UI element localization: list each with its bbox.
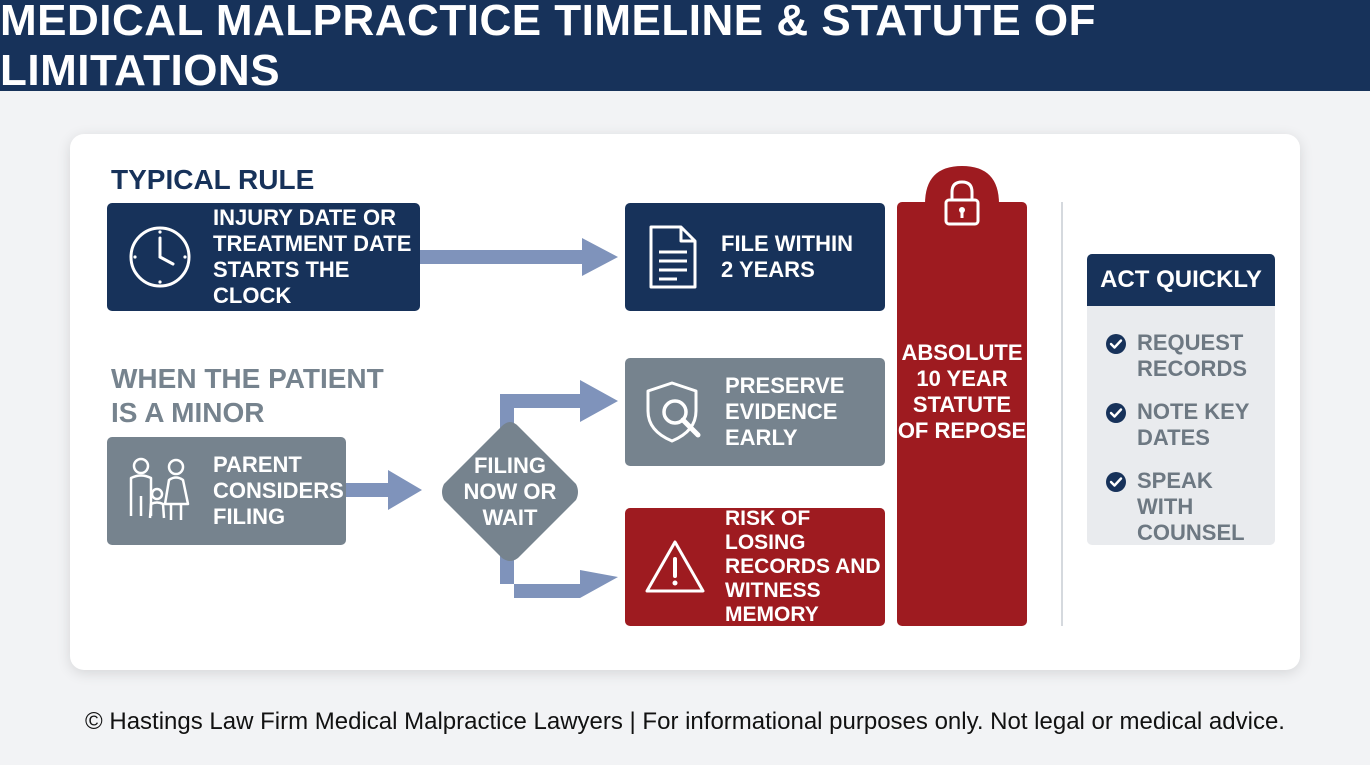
arrow-start-to-file xyxy=(420,238,618,276)
statute-of-repose-bar xyxy=(897,202,1027,626)
repose-line: STATUTE xyxy=(912,392,1012,417)
act-item-line: REQUEST xyxy=(1137,330,1244,355)
file-within-box: FILE WITHIN 2 YEARS xyxy=(625,203,885,311)
start-clock-box: INJURY DATE OR TREATMENT DATE STARTS THE… xyxy=(107,203,420,311)
act-item-label: NOTE KEY DATES xyxy=(1137,399,1267,451)
start-clock-text: INJURY DATE OR TREATMENT DATE STARTS THE… xyxy=(213,205,420,309)
check-circle-icon xyxy=(1106,403,1126,423)
act-item-line: NOTE KEY xyxy=(1137,399,1250,424)
decision-diamond xyxy=(442,422,578,561)
act-item-speak-with-counsel: SPEAK WITH COUNSEL xyxy=(1105,468,1267,545)
repose-dome xyxy=(925,166,999,204)
decision-line: FILING xyxy=(473,453,547,478)
minor-label-line: IS A MINOR xyxy=(111,397,265,428)
clock-icon xyxy=(107,224,213,290)
act-item-note-key-dates: NOTE KEY DATES xyxy=(1105,399,1267,451)
act-quickly-panel: ACT QUICKLY REQUEST RECORDS NOTE KEY DAT… xyxy=(1087,254,1275,545)
start-clock-line: STARTS THE CLOCK xyxy=(213,257,350,308)
act-quickly-title: ACT QUICKLY xyxy=(1087,254,1275,306)
risk-losing-line: RISK OF LOSING xyxy=(725,507,811,554)
act-item-line: DATES xyxy=(1137,425,1210,450)
check-circle-icon xyxy=(1106,334,1126,354)
repose-line: 10 YEAR xyxy=(916,366,1008,391)
act-item-line: SPEAK WITH xyxy=(1137,468,1213,519)
preserve-evidence-box: PRESERVE EVIDENCE EARLY xyxy=(625,358,885,466)
act-item-line: RECORDS xyxy=(1137,356,1248,381)
decision-text: FILING NOW OR WAIT xyxy=(434,416,586,568)
shield-search-icon xyxy=(625,379,725,445)
act-item-label: REQUEST RECORDS xyxy=(1137,330,1267,382)
family-icon xyxy=(107,456,213,526)
typical-rule-label: TYPICAL RULE xyxy=(111,164,315,195)
minor-label-line: WHEN THE PATIENT xyxy=(111,363,384,394)
risk-losing-box: RISK OF LOSING RECORDS AND WITNESS MEMOR… xyxy=(625,507,885,627)
act-item-label: SPEAK WITH COUNSEL xyxy=(1137,468,1267,545)
act-item-line: COUNSEL xyxy=(1137,520,1245,545)
warning-icon xyxy=(625,538,725,596)
repose-line: OF REPOSE xyxy=(897,418,1027,443)
risk-losing-text: RISK OF LOSING RECORDS AND WITNESS MEMOR… xyxy=(725,507,885,627)
preserve-evidence-line: EVIDENCE xyxy=(725,399,838,424)
act-item-request-records: REQUEST RECORDS xyxy=(1105,330,1267,382)
parent-considers-line: PARENT xyxy=(213,452,302,477)
decision-line: NOW OR xyxy=(463,479,557,504)
risk-losing-line: MEMORY xyxy=(725,603,819,626)
file-within-line: FILE WITHIN xyxy=(721,231,853,256)
start-clock-line: INJURY DATE OR xyxy=(213,205,396,230)
lock-icon xyxy=(944,180,980,226)
decision-line: WAIT xyxy=(482,505,538,530)
arrow-decision-to-risk xyxy=(500,545,618,598)
parent-considers-line: CONSIDERS xyxy=(213,478,344,503)
check-circle-icon xyxy=(1106,472,1126,492)
minor-label: WHEN THE PATIENT IS A MINOR xyxy=(111,362,384,430)
file-within-text: FILE WITHIN 2 YEARS xyxy=(721,231,853,283)
repose-line: ABSOLUTE xyxy=(901,340,1023,365)
risk-losing-line: WITNESS xyxy=(725,579,821,602)
preserve-evidence-line: EARLY xyxy=(725,425,798,450)
parent-considers-text: PARENT CONSIDERS FILING xyxy=(213,452,344,530)
page-title: MEDICAL MALPRACTICE TIMELINE & STATUTE O… xyxy=(0,0,1370,95)
document-icon xyxy=(625,224,721,290)
file-within-line: 2 YEARS xyxy=(721,257,815,282)
preserve-evidence-line: PRESERVE xyxy=(725,373,845,398)
arrow-parent-to-decision xyxy=(346,470,422,510)
footer-disclaimer: © Hastings Law Firm Medical Malpractice … xyxy=(85,708,1285,735)
risk-losing-line: RECORDS AND xyxy=(725,555,881,578)
parent-considers-box: PARENT CONSIDERS FILING xyxy=(107,437,346,545)
arrow-decision-to-preserve xyxy=(500,380,618,440)
parent-considers-line: FILING xyxy=(213,504,286,529)
preserve-evidence-text: PRESERVE EVIDENCE EARLY xyxy=(725,373,844,451)
start-clock-line: TREATMENT DATE xyxy=(213,231,412,256)
statute-of-repose-text: ABSOLUTE 10 YEAR STATUTE OF REPOSE xyxy=(897,340,1027,444)
